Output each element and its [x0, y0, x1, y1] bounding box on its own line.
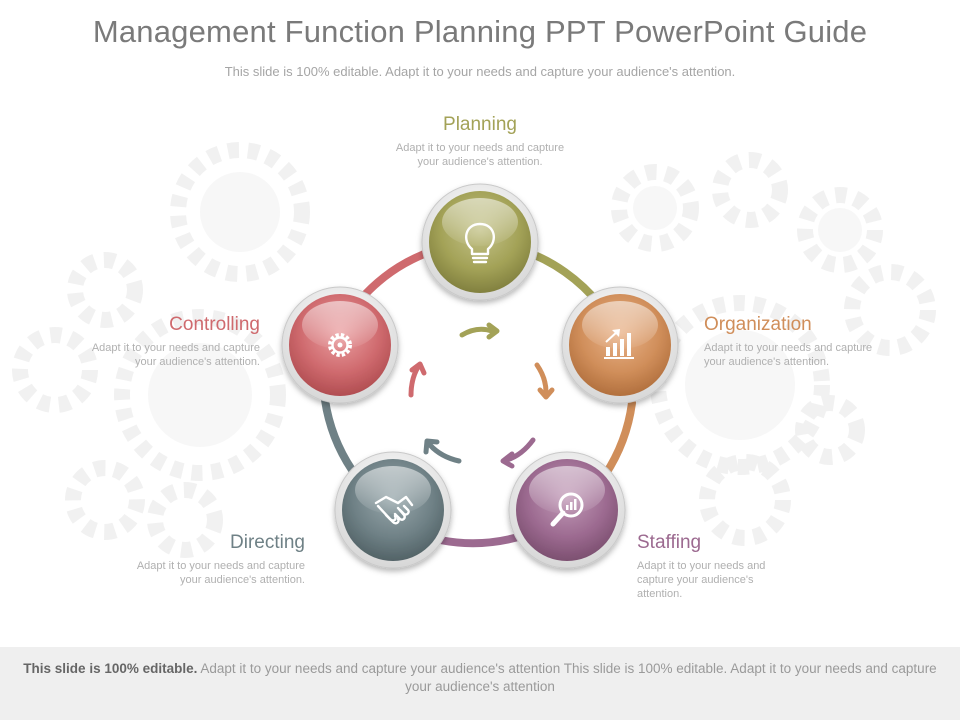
arrow-gray	[423, 438, 462, 464]
arc-staffing-directing	[436, 531, 529, 548]
arrow-orange	[534, 362, 555, 400]
footer-body: Adapt it to your needs and capture your …	[197, 661, 937, 694]
gear-icon	[328, 333, 352, 357]
controlling-desc-line: your audience's attention.	[134, 356, 260, 368]
staffing-desc-line: capture your audience's	[637, 574, 754, 586]
controlling-label: Controlling	[169, 314, 260, 335]
background-gears	[12, 142, 936, 558]
controlling-desc-line: Adapt it to your needs and capture	[91, 342, 260, 354]
node-directing	[334, 451, 452, 569]
footer-bar: This slide is 100% editable. Adapt it to…	[0, 647, 960, 720]
directing-desc: Adapt it to your needs and capture your …	[95, 559, 305, 587]
bar-chart-icon	[604, 329, 634, 359]
directing-label: Directing	[230, 532, 305, 553]
staffing-label: Staffing	[637, 532, 702, 553]
arc-directing-controlling	[321, 396, 356, 474]
footer-text: This slide is 100% editable. Adapt it to…	[20, 660, 940, 696]
staffing-desc: Adapt it to your needs and capture your …	[637, 559, 817, 601]
arrow-olive	[459, 322, 500, 340]
lightbulb-icon	[464, 222, 496, 264]
footer-bold: This slide is 100% editable.	[23, 661, 198, 676]
staffing-desc-line: Adapt it to your needs and	[637, 560, 766, 572]
inner-arrows	[408, 322, 555, 469]
organization-desc-line: Adapt it to your needs and capture	[704, 342, 873, 354]
organization-desc-line: your audience's attention.	[704, 356, 830, 368]
organization-desc: Adapt it to your needs and capture your …	[704, 341, 904, 369]
cycle-diagram	[12, 142, 936, 569]
staffing-desc-line: attention.	[637, 588, 683, 600]
page-subtitle: This slide is 100% editable. Adapt it to…	[224, 64, 736, 79]
directing-desc-line: your audience's attention.	[179, 574, 305, 586]
magnifier-icon	[550, 492, 584, 527]
planning-desc-line: Adapt it to your needs and capture	[395, 142, 565, 154]
arrow-purple	[500, 437, 536, 469]
planning-desc: Adapt it to your needs and capture your …	[370, 141, 590, 169]
node-planning	[421, 183, 539, 301]
planning-label: Planning	[443, 114, 517, 135]
handshake-icon	[374, 495, 414, 525]
directing-desc-line: Adapt it to your needs and capture	[136, 560, 305, 572]
planning-desc-line: your audience's attention.	[417, 156, 543, 168]
page-title: Management Function Planning PPT PowerPo…	[92, 14, 868, 49]
arrow-red	[408, 361, 427, 398]
organization-label: Organization	[704, 314, 812, 335]
controlling-desc: Adapt it to your needs and capture your …	[50, 341, 260, 369]
arc-organization-staffing	[601, 399, 636, 479]
